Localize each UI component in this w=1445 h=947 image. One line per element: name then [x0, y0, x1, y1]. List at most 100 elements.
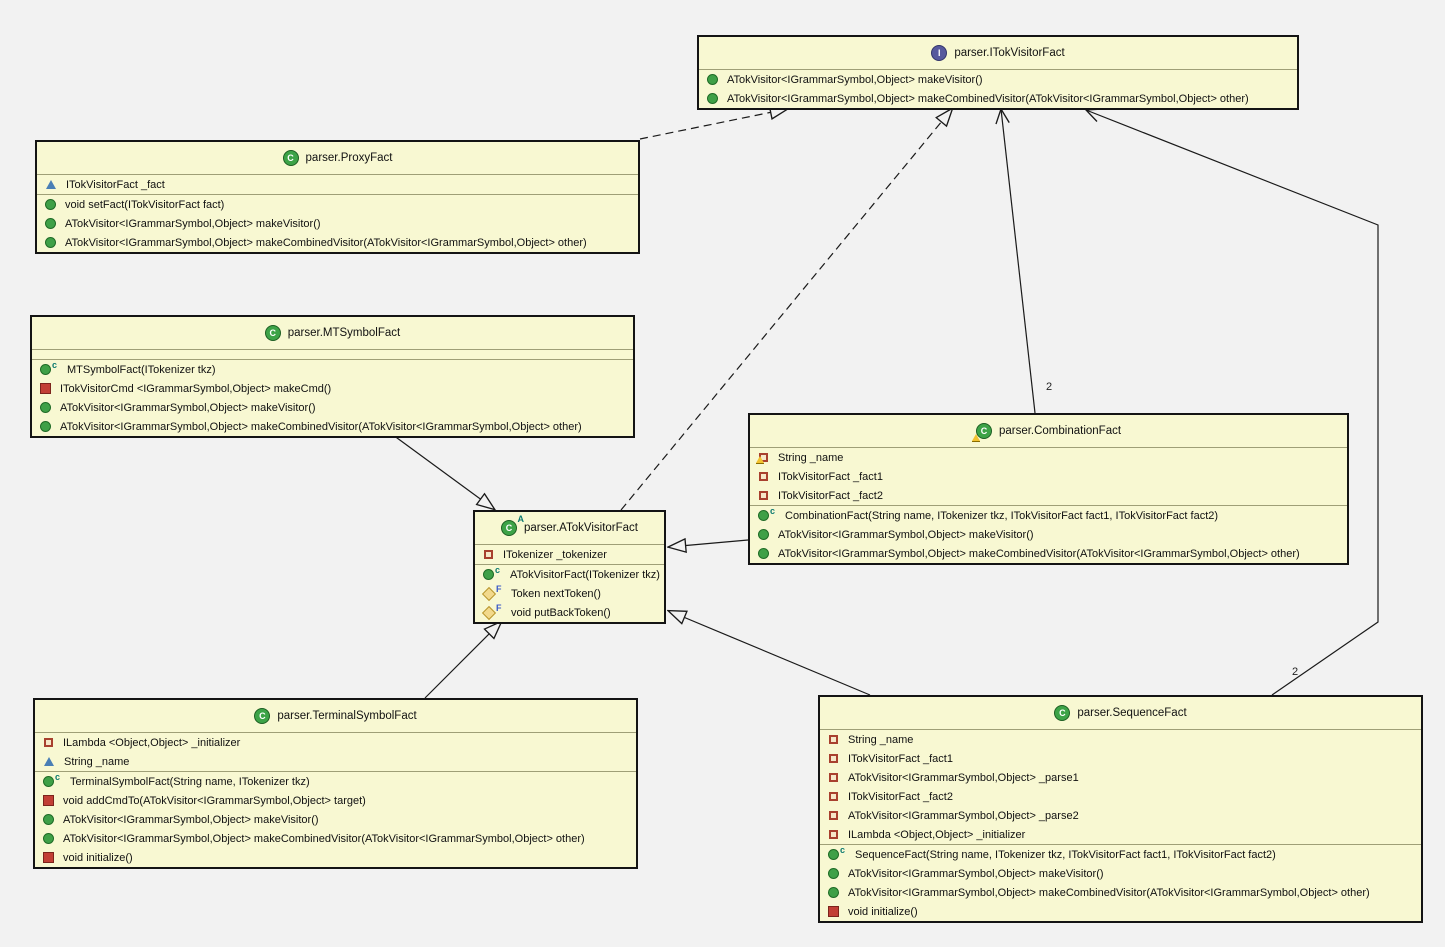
public-method-icon: [45, 218, 56, 229]
class-box-CombinationFact[interactable]: C parser.CombinationFact String _name IT…: [748, 413, 1349, 565]
field-row[interactable]: ITokVisitorFact _fact: [37, 175, 638, 194]
member-text: ATokVisitor<IGrammarSymbol,Object> makeV…: [60, 401, 316, 414]
connector-association-CombinationFact-to-ITokVisitorFact[interactable]: [995, 107, 1036, 414]
method-row[interactable]: ATokVisitor<IGrammarSymbol,Object> makeC…: [37, 233, 638, 252]
member-text: ITokenizer _tokenizer: [503, 548, 607, 561]
private-field-icon: [829, 830, 838, 839]
warning-icon: [971, 434, 980, 442]
method-row[interactable]: ATokVisitor<IGrammarSymbol,Object> makeV…: [820, 864, 1421, 883]
method-row[interactable]: ATokVisitor<IGrammarSymbol,Object> makeV…: [750, 525, 1347, 544]
package-field-icon: [46, 180, 56, 189]
method-row[interactable]: F Token nextToken(): [475, 584, 664, 603]
methods-compartment: c MTSymbolFact(ITokenizer tkz) ITokVisit…: [32, 359, 633, 436]
member-text: ITokVisitorFact _fact1: [778, 470, 883, 483]
member-text: String _name: [848, 733, 914, 746]
method-row[interactable]: void initialize(): [35, 848, 636, 867]
field-row[interactable]: ILambda <Object,Object> _initializer: [35, 733, 636, 752]
class-icon: C: [254, 708, 271, 724]
method-row[interactable]: c ATokVisitorFact(ITokenizer tkz): [475, 565, 664, 584]
member-text: void addCmdTo(ATokVisitor<IGrammarSymbol…: [63, 794, 366, 807]
member-text: SequenceFact(String name, ITokenizer tkz…: [855, 848, 1276, 861]
class-title-text: parser.SequenceFact: [1077, 707, 1187, 719]
connector-generalization-MTSymbolFact-to-ATokVisitorFact[interactable]: [392, 434, 494, 509]
fields-compartment: String _name ITokVisitorFact _fact1 ATok…: [820, 729, 1421, 844]
method-row[interactable]: F void putBackToken(): [475, 603, 664, 622]
member-text: ATokVisitor<IGrammarSymbol,Object> _pars…: [848, 809, 1079, 822]
field-row[interactable]: String _name: [820, 730, 1421, 749]
member-text: ATokVisitorFact(ITokenizer tkz): [510, 568, 660, 581]
method-row[interactable]: ATokVisitor<IGrammarSymbol,Object> makeC…: [32, 417, 633, 436]
private-field-icon: [829, 792, 838, 801]
field-row[interactable]: ITokenizer _tokenizer: [475, 545, 664, 564]
connector-generalization-CombinationFact-to-ATokVisitorFact[interactable]: [669, 540, 749, 547]
class-box-ITokVisitorFact[interactable]: I parser.ITokVisitorFact ATokVisitor<IGr…: [697, 35, 1299, 110]
class-title-text: parser.CombinationFact: [998, 425, 1122, 437]
protected-method-icon: [481, 586, 497, 601]
private-field-icon: [829, 773, 838, 782]
field-row[interactable]: ATokVisitor<IGrammarSymbol,Object> _pars…: [820, 806, 1421, 825]
member-text: String _name: [64, 755, 130, 768]
public-method-icon: [45, 199, 56, 210]
field-row[interactable]: String _name: [35, 752, 636, 771]
field-row[interactable]: ITokVisitorFact _fact2: [820, 787, 1421, 806]
method-row[interactable]: ITokVisitorCmd <IGrammarSymbol,Object> m…: [32, 379, 633, 398]
class-box-ProxyFact[interactable]: C parser.ProxyFact ITokVisitorFact _fact…: [35, 140, 640, 254]
member-text: ILambda <Object,Object> _initializer: [63, 736, 241, 749]
method-row[interactable]: ATokVisitor<IGrammarSymbol,Object> makeC…: [820, 883, 1421, 902]
method-row[interactable]: ATokVisitor<IGrammarSymbol,Object> makeV…: [699, 70, 1297, 89]
class-title-text: parser.ProxyFact: [305, 152, 393, 164]
class-box-ATokVisitorFact[interactable]: C A parser.ATokVisitorFact ITokenizer _t…: [473, 510, 666, 624]
member-text: MTSymbolFact(ITokenizer tkz): [67, 363, 216, 376]
connector-realization-ATokVisitorFact-to-ITokVisitorFact[interactable]: [620, 109, 952, 511]
constructor-marker: c: [495, 564, 501, 575]
class-box-MTSymbolFact[interactable]: C parser.MTSymbolFact c MTSymbolFact(ITo…: [30, 315, 635, 438]
field-row[interactable]: ITokVisitorFact _fact1: [750, 467, 1347, 486]
member-text: ITokVisitorFact _fact2: [848, 790, 953, 803]
method-row[interactable]: void setFact(ITokVisitorFact fact): [37, 195, 638, 214]
abstract-marker: A: [517, 514, 525, 524]
method-row[interactable]: ATokVisitor<IGrammarSymbol,Object> makeV…: [35, 810, 636, 829]
fields-compartment: ITokVisitorFact _fact: [37, 174, 638, 194]
method-row[interactable]: ATokVisitor<IGrammarSymbol,Object> makeC…: [35, 829, 636, 848]
class-icon: C: [971, 423, 992, 442]
method-row[interactable]: ATokVisitor<IGrammarSymbol,Object> makeC…: [750, 544, 1347, 563]
member-text: void setFact(ITokVisitorFact fact): [65, 198, 225, 211]
connector-generalization-TerminalSymbolFact-to-ATokVisitorFact[interactable]: [424, 622, 501, 699]
package-field-icon: [44, 757, 54, 766]
class-title: C parser.TerminalSymbolFact: [35, 700, 636, 732]
field-row[interactable]: String _name: [750, 448, 1347, 467]
member-text: ATokVisitor<IGrammarSymbol,Object> makeC…: [778, 547, 1300, 560]
field-row[interactable]: ITokVisitorFact _fact2: [750, 486, 1347, 505]
method-row[interactable]: c CombinationFact(String name, ITokenize…: [750, 506, 1347, 525]
member-text: void putBackToken(): [511, 606, 611, 619]
field-row[interactable]: ITokVisitorFact _fact1: [820, 749, 1421, 768]
methods-compartment: c SequenceFact(String name, ITokenizer t…: [820, 844, 1421, 921]
member-text: ATokVisitor<IGrammarSymbol,Object> makeV…: [778, 528, 1034, 541]
class-box-SequenceFact[interactable]: C parser.SequenceFact String _name ITokV…: [818, 695, 1423, 923]
field-row[interactable]: ILambda <Object,Object> _initializer: [820, 825, 1421, 844]
public-method-icon: [40, 402, 51, 413]
method-row[interactable]: c SequenceFact(String name, ITokenizer t…: [820, 845, 1421, 864]
fields-compartment: ILambda <Object,Object> _initializer Str…: [35, 732, 636, 771]
connector-association-SequenceFact-to-ITokVisitorFact[interactable]: [1084, 108, 1379, 696]
methods-compartment: void setFact(ITokVisitorFact fact) ATokV…: [37, 194, 638, 252]
method-row[interactable]: ATokVisitor<IGrammarSymbol,Object> makeV…: [37, 214, 638, 233]
method-row[interactable]: ATokVisitor<IGrammarSymbol,Object> makeV…: [32, 398, 633, 417]
method-row[interactable]: void addCmdTo(ATokVisitor<IGrammarSymbol…: [35, 791, 636, 810]
connector-realization-ProxyFact-to-ITokVisitorFact[interactable]: [639, 109, 787, 140]
method-row[interactable]: ATokVisitor<IGrammarSymbol,Object> makeC…: [699, 89, 1297, 108]
field-row[interactable]: ATokVisitor<IGrammarSymbol,Object> _pars…: [820, 768, 1421, 787]
method-row[interactable]: void initialize(): [820, 902, 1421, 921]
class-title-text: parser.ITokVisitorFact: [954, 47, 1065, 59]
public-method-icon: [828, 868, 839, 879]
member-text: ATokVisitor<IGrammarSymbol,Object> makeV…: [63, 813, 319, 826]
private-method-icon: [43, 795, 54, 806]
method-row[interactable]: c MTSymbolFact(ITokenizer tkz): [32, 360, 633, 379]
method-row[interactable]: c TerminalSymbolFact(String name, IToken…: [35, 772, 636, 791]
member-text: String _name: [778, 451, 844, 464]
constructor-marker: c: [52, 359, 58, 370]
class-icon: C: [264, 325, 281, 341]
class-title-text: parser.MTSymbolFact: [287, 327, 401, 339]
connector-generalization-SequenceFact-to-ATokVisitorFact[interactable]: [669, 611, 871, 696]
class-box-TerminalSymbolFact[interactable]: C parser.TerminalSymbolFact ILambda <Obj…: [33, 698, 638, 869]
